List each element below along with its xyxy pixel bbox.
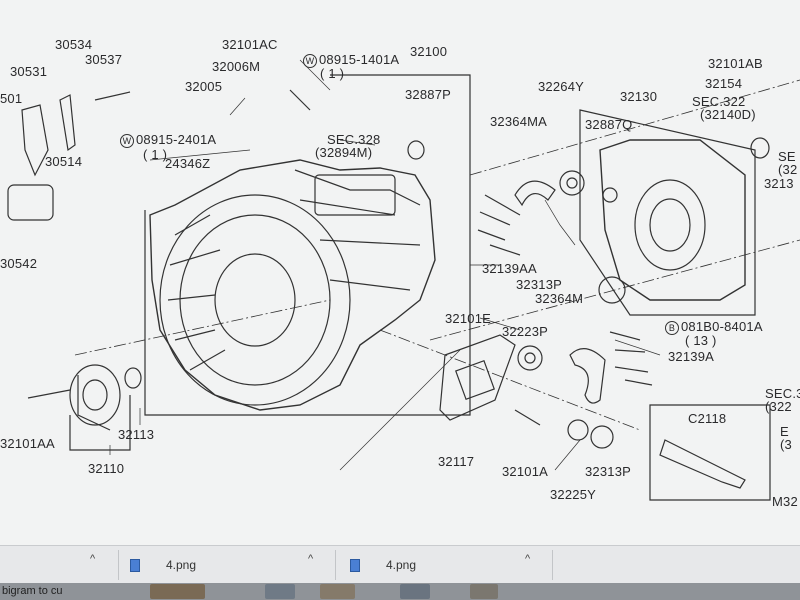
part-label: (322 — [765, 399, 792, 414]
taskbar-text[interactable]: bigram to cu — [2, 585, 63, 597]
image-file-icon — [130, 558, 140, 572]
taskbar-thumbnail[interactable] — [150, 584, 205, 599]
rear-housing — [599, 139, 746, 301]
chevron-up-icon[interactable]: ^ — [90, 553, 96, 565]
part-label: (32 — [778, 162, 798, 177]
part-label: 501 — [0, 91, 23, 106]
part-label: 30537 — [85, 52, 123, 67]
download-filename: 4.png — [386, 558, 417, 572]
taskbar: bigram to cu — [0, 583, 800, 600]
part-label: (32894M) — [315, 145, 373, 160]
part-label: ( 1 ) — [143, 147, 168, 162]
part-label: 32154 — [705, 76, 743, 91]
part-label: 32887P — [405, 87, 452, 102]
part-label: SEC.322 — [692, 94, 746, 109]
part-label: M32 — [772, 494, 798, 509]
part-label: 32223P — [502, 324, 549, 339]
part-label: 24346Z — [165, 156, 211, 171]
part-label: 3213 — [764, 176, 794, 191]
part-label: 30531 — [10, 64, 48, 79]
part-label: 32101AB — [708, 56, 763, 71]
part-label: (32140D) — [700, 107, 756, 122]
part-label: 32110 — [88, 461, 125, 476]
circled-b-icon: B — [665, 320, 679, 335]
downloads-bar: ^ 4.png ^ 4.png ^ — [0, 545, 800, 584]
part-label: 32005 — [185, 79, 223, 94]
part-label: 32313P — [516, 277, 563, 292]
download-filename: 4.png — [166, 558, 197, 572]
divider — [552, 550, 553, 580]
taskbar-thumbnail[interactable] — [320, 584, 355, 599]
part-label: 32139A — [668, 349, 715, 364]
sealant-tube-box — [649, 404, 771, 501]
part-label: 32101AA — [0, 436, 55, 451]
part-label: C2118 — [688, 411, 727, 426]
download-item[interactable]: 4.png — [350, 552, 416, 578]
part-label: SE — [778, 149, 796, 164]
part-label: 30514 — [45, 154, 83, 169]
taskbar-thumbnail[interactable] — [265, 584, 295, 599]
circled-w-icon: W — [303, 53, 317, 68]
part-label: 32006M — [212, 59, 261, 74]
part-label: ( 13 ) — [685, 333, 717, 348]
part-label: 32225Y — [550, 487, 597, 502]
part-label: 32100 — [410, 44, 448, 59]
part-label: 32887Q — [585, 117, 633, 132]
part-label: 30534 — [55, 37, 93, 52]
part-label: 30542 — [0, 256, 38, 271]
part-label: 32101AC — [222, 37, 278, 52]
part-label: 32113 — [118, 427, 155, 442]
part-label: 32264Y — [538, 79, 585, 94]
parts-diagram — [7, 59, 800, 501]
transmission-case — [149, 159, 436, 411]
part-label: (3 — [780, 437, 792, 452]
part-label: E — [780, 424, 789, 439]
circled-w-icon: W — [120, 133, 134, 148]
part-label: 32117 — [438, 454, 475, 469]
download-item[interactable]: 4.png — [130, 552, 196, 578]
part-label: 32364MA — [490, 114, 548, 129]
divider — [118, 550, 119, 580]
taskbar-thumbnail[interactable] — [470, 584, 498, 599]
part-label: 32364M — [535, 291, 584, 306]
chevron-up-icon[interactable]: ^ — [525, 553, 531, 565]
image-file-icon — [350, 558, 360, 572]
chevron-up-icon[interactable]: ^ — [308, 553, 314, 565]
divider — [335, 550, 336, 580]
part-label: 32101A — [502, 464, 549, 479]
part-label: SEC.3 — [765, 386, 800, 401]
part-label: 32101E — [445, 311, 492, 326]
part-label: 32130 — [620, 89, 658, 104]
part-label: 32313P — [585, 464, 632, 479]
part-label: SEC.328 — [327, 132, 381, 147]
part-label: 32139AA — [482, 261, 537, 276]
taskbar-thumbnail[interactable] — [400, 584, 430, 599]
screen: 30534 30531 30537 501 30514 30542 32101A… — [0, 0, 800, 545]
part-label: ( 1 ) — [320, 66, 345, 81]
